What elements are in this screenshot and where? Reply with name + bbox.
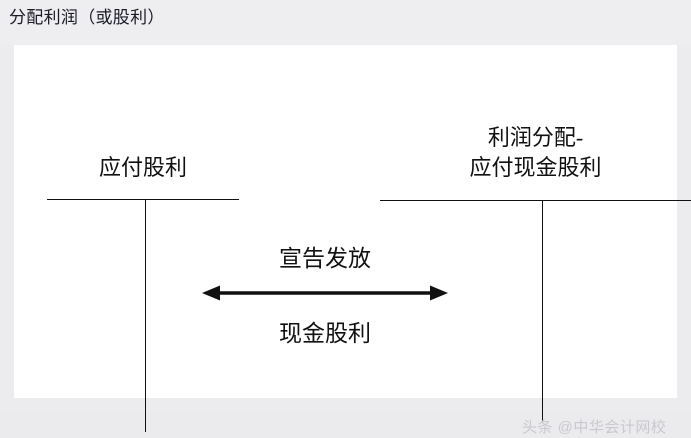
- page-title: 分配利润（或股利）: [9, 8, 165, 27]
- t-account-vertical-rule-right: [542, 200, 543, 423]
- flow-label-below: 现金股利: [279, 321, 371, 346]
- flow-label-above: 宣告发放: [279, 246, 371, 271]
- t-account-label-line-1: 利润分配-: [487, 125, 584, 150]
- t-account-horizontal-rule-left: [47, 199, 239, 200]
- watermark-text: 头条 @中华会计网校: [522, 419, 667, 436]
- title-bar: 分配利润（或股利）: [0, 0, 691, 45]
- diagram-card: 应付股利 利润分配- 应付现金股利 宣告发放 现金股利 头条 @中华会计网校: [14, 45, 691, 436]
- t-account-label-line-2: 应付现金股利: [469, 155, 602, 180]
- double-arrow-icon: [202, 283, 448, 303]
- t-account-label-payable-dividends: 应付股利: [98, 155, 187, 180]
- t-account-label-profit-distribution: 利润分配- 应付现金股利: [380, 123, 691, 183]
- t-account-horizontal-rule-right: [380, 200, 691, 201]
- t-account-vertical-rule-left: [145, 199, 146, 432]
